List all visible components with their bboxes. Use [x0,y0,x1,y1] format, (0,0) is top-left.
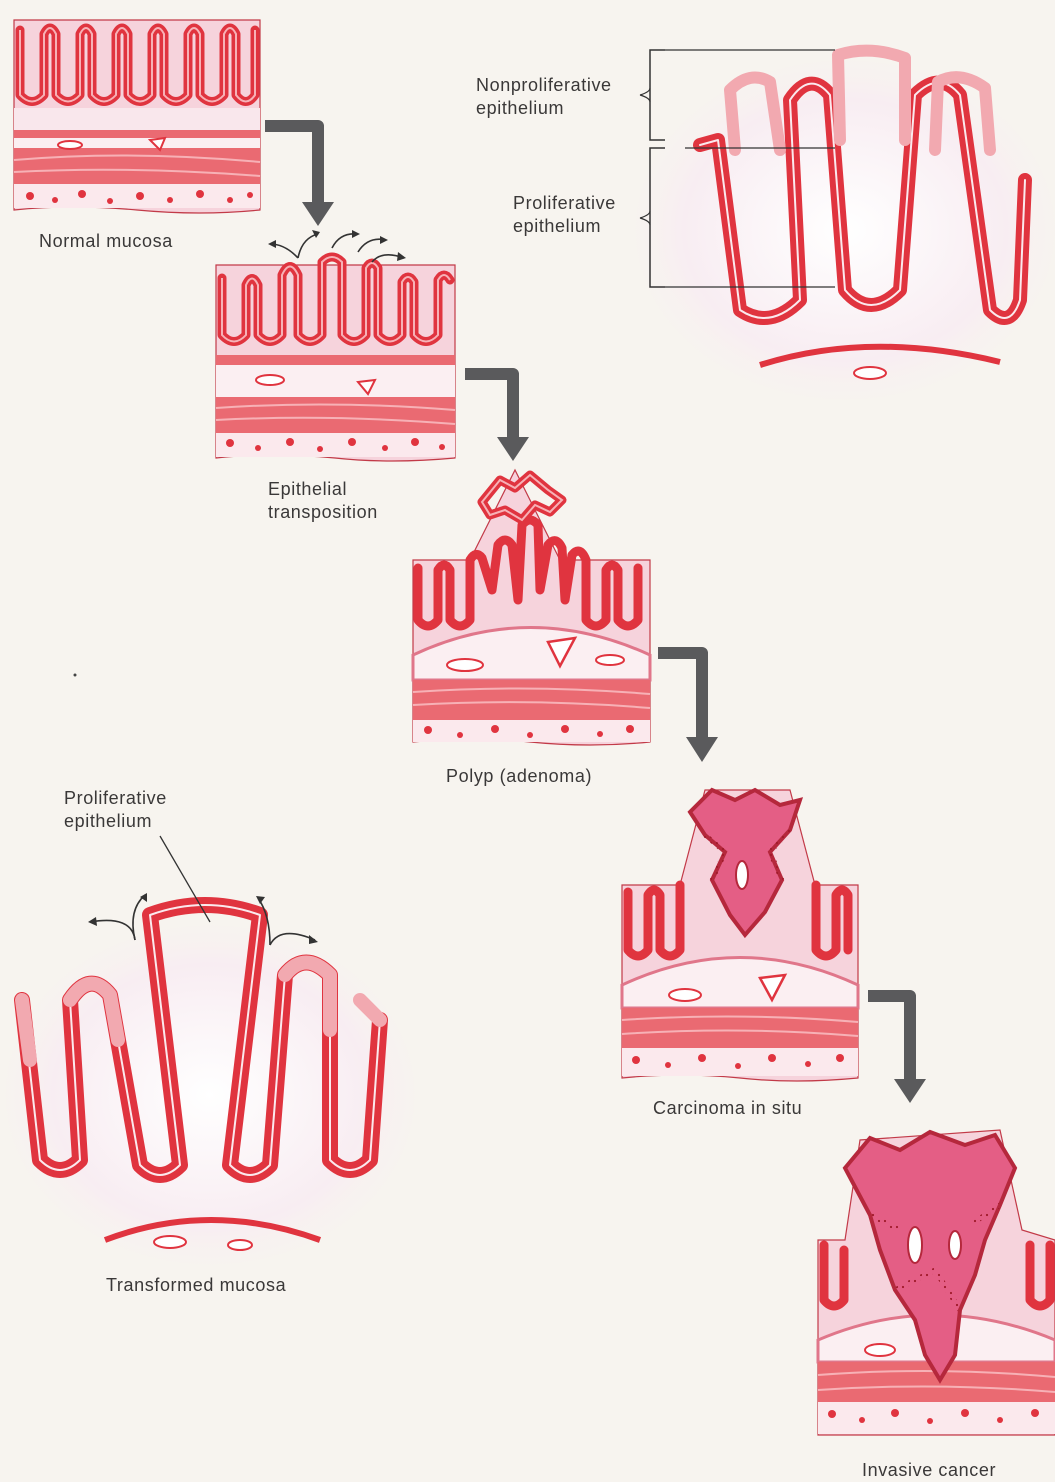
label-nonproliferative-epithelium: Nonproliferative epithelium [476,74,612,120]
label-proliferative-upper-line1: Proliferative [513,192,616,215]
label-normal-mucosa: Normal mucosa [39,230,173,253]
panel-epithelial-transposition [216,230,455,461]
label-proliferative-lower-line1: Proliferative [64,787,167,810]
label-epithelial-line2: transposition [268,501,378,524]
label-nonproliferative-line2: epithelium [476,97,612,120]
label-carcinoma-in-situ: Carcinoma in situ [653,1097,802,1120]
inset-epithelium-detail [635,50,1055,400]
label-transformed-mucosa: Transformed mucosa [106,1274,286,1297]
label-proliferative-epithelium-lower: Proliferative epithelium [64,787,167,833]
panel-invasive-cancer [818,1130,1055,1435]
label-proliferative-lower-line2: epithelium [64,810,167,833]
panel-carcinoma-in-situ [622,790,858,1081]
label-polyp-adenoma: Polyp (adenoma) [446,765,592,788]
label-proliferative-epithelium-upper: Proliferative epithelium [513,192,616,238]
panel-polyp [413,470,650,745]
panel-normal-mucosa [14,20,260,213]
inset-transformed-mucosa [5,836,415,1265]
label-proliferative-upper-line2: epithelium [513,215,616,238]
label-epithelial-line1: Epithelial [268,478,378,501]
label-epithelial-transposition: Epithelial transposition [268,478,378,524]
label-nonproliferative-line1: Nonproliferative [476,74,612,97]
label-invasive-cancer: Invasive cancer [862,1459,996,1482]
